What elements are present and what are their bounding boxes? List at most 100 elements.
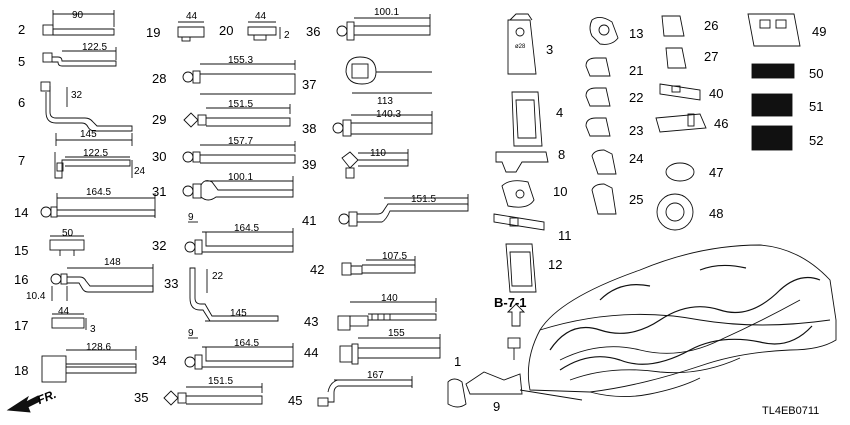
- dim-part-29: 151.5: [228, 99, 254, 110]
- callout-22: 22: [629, 90, 644, 105]
- part-22-illustration: [585, 87, 611, 107]
- dim-part-7: 122.5: [83, 148, 109, 159]
- part-19-illustration: [177, 21, 205, 42]
- part-11-illustration: [493, 213, 545, 231]
- dim-part-16: 148: [104, 257, 121, 268]
- dim-part-32-offset: 9: [188, 212, 194, 223]
- b-7-1-assembly-illustration: [447, 303, 583, 408]
- dim-part-16-offset: 10.4: [26, 291, 46, 302]
- callout-11: 11: [558, 228, 572, 243]
- dim-part-17: 44: [58, 306, 70, 317]
- callout-39: 39: [302, 157, 317, 172]
- dim-part-35: 151.5: [208, 376, 234, 387]
- dim-part-38: 140.3: [376, 109, 402, 120]
- dim-part-36: 100.1: [374, 7, 400, 18]
- callout-17: 17: [14, 318, 29, 333]
- dim-part-6-height: 32: [71, 90, 83, 101]
- callout-48: 48: [709, 206, 724, 221]
- part-24-illustration: [591, 149, 617, 175]
- part-25-illustration: [591, 183, 617, 215]
- part-42-illustration: [341, 256, 416, 276]
- callout-23: 23: [629, 123, 644, 138]
- callout-8: 8: [558, 147, 566, 162]
- callout-43: 43: [304, 314, 319, 329]
- dim-part-15: 50: [62, 228, 74, 239]
- callout-52: 52: [809, 133, 824, 148]
- callout-30: 30: [152, 149, 167, 164]
- dim-part-14: 164.5: [86, 187, 112, 198]
- part-51-illustration: [751, 93, 793, 117]
- diagram-code: TL4EB0711: [762, 405, 820, 417]
- part-46-illustration: [655, 113, 707, 133]
- dim-part-43: 140: [381, 293, 398, 304]
- callout-25: 25: [629, 192, 644, 207]
- callout-15: 15: [14, 243, 29, 258]
- part-30-illustration: [182, 141, 296, 164]
- dim-part-18: 128.6: [86, 342, 112, 353]
- part-38-illustration: [332, 111, 433, 137]
- part-41-illustration: [338, 194, 469, 227]
- callout-49: 49: [812, 24, 827, 39]
- callout-4: 4: [556, 105, 564, 120]
- part-5-illustration: [42, 47, 117, 67]
- callout-13: 13: [629, 26, 644, 41]
- dim-part-20: 44: [255, 11, 267, 22]
- part-37-illustration: [345, 56, 432, 94]
- part-33-illustration: [189, 267, 279, 322]
- dim-part-44: 155: [388, 328, 405, 339]
- dim-part-39: 110: [370, 148, 386, 159]
- part-10-illustration: [501, 180, 535, 208]
- part-21-illustration: [585, 57, 611, 77]
- callout-6: 6: [18, 95, 26, 110]
- callout-33: 33: [164, 276, 179, 291]
- callout-44: 44: [304, 345, 319, 360]
- dim-part-31: 100.1: [228, 172, 254, 183]
- dim-part-19: 44: [186, 11, 198, 22]
- part-44-illustration: [339, 334, 441, 365]
- callout-31: 31: [152, 184, 167, 199]
- callout-50: 50: [809, 66, 824, 81]
- callout-21: 21: [629, 63, 644, 78]
- part-8-illustration: [495, 151, 549, 173]
- dim-part-34-offset: 9: [188, 328, 194, 339]
- dim-part-34: 164.5: [234, 338, 260, 349]
- callout-26: 26: [704, 18, 719, 33]
- callout-9: 9: [493, 399, 501, 414]
- callout-41: 41: [302, 213, 317, 228]
- part-26-illustration: [661, 15, 685, 37]
- callout-32: 32: [152, 238, 167, 253]
- part-28-illustration: [182, 60, 296, 95]
- callout-5: 5: [18, 54, 26, 69]
- dim-part-41: 151.5: [411, 194, 437, 205]
- section-b-7-1: B-7-1: [494, 295, 527, 310]
- callout-18: 18: [14, 363, 29, 378]
- part-23-illustration: [585, 117, 611, 137]
- callout-42: 42: [310, 262, 325, 277]
- dim-part-5: 122.5: [82, 42, 108, 53]
- dim-part-20-height: 2: [284, 30, 290, 41]
- dim-part-33: 145: [230, 308, 247, 319]
- dim-part-33-height: 22: [212, 271, 224, 282]
- callout-40: 40: [709, 86, 724, 101]
- part-15-illustration: [49, 235, 85, 256]
- callout-24: 24: [629, 151, 644, 166]
- callout-38: 38: [302, 121, 317, 136]
- callout-7: 7: [18, 153, 26, 168]
- part-3-illustration: [507, 13, 537, 75]
- part-6-illustration: [40, 81, 133, 146]
- part-20-illustration: [247, 21, 281, 41]
- part-35-illustration: [163, 383, 263, 406]
- callout-46: 46: [714, 116, 729, 131]
- part-27-illustration: [665, 47, 687, 69]
- part-32-illustration: [184, 221, 294, 255]
- dim-part-6-length: 145: [80, 129, 97, 140]
- part-17-illustration: [51, 313, 87, 330]
- callout-35: 35: [134, 390, 149, 405]
- callout-34: 34: [152, 353, 167, 368]
- part-40-illustration: [659, 83, 701, 101]
- callout-51: 51: [809, 99, 824, 114]
- part-2-illustration: [42, 10, 115, 36]
- dim-part-32: 164.5: [234, 223, 260, 234]
- callout-2: 2: [18, 22, 26, 37]
- part-36-illustration: [336, 14, 431, 41]
